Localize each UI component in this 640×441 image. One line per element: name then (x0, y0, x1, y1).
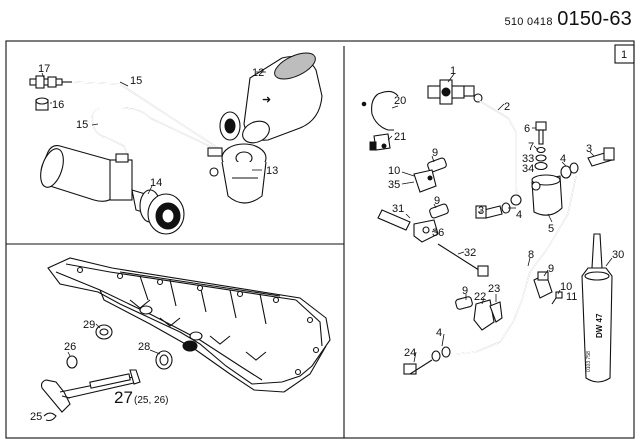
callout-27-sub: (25, 26) (134, 395, 168, 406)
callout-33: 33 (522, 153, 534, 165)
diagram-frames: 1 (5, 40, 635, 439)
callout-24: 24 (404, 347, 416, 359)
bracket-21 (369, 133, 391, 151)
callout-9-c: 9 (462, 285, 468, 297)
fitting-17 (29, 75, 72, 89)
panel-top-left: ➜ (29, 52, 323, 235)
panel-index-label: 1 (621, 49, 627, 61)
tube-sublabel: 0103 758 (586, 351, 592, 372)
callout-4-bottom: 4 (436, 327, 442, 339)
bolt-3-right (587, 147, 615, 167)
document-code-prefix: 510 0418 (504, 16, 553, 28)
callout-10-b: 10 (560, 281, 572, 293)
callout-26: 26 (64, 341, 76, 353)
filter-5 (531, 174, 563, 216)
filter-13 (207, 143, 267, 204)
callout-20: 20 (394, 95, 406, 107)
callout-4-right: 4 (560, 153, 566, 165)
callout-12: 12 (252, 67, 264, 79)
callout-9-d: 9 (548, 263, 554, 275)
ring-26 (66, 355, 78, 369)
callout-10: 10 (388, 165, 400, 177)
clamp-10 (413, 169, 437, 193)
sleeve-9-b (429, 203, 449, 219)
callout-17: 17 (38, 63, 50, 75)
plug-29 (95, 324, 113, 340)
callout-3-left: 3 (478, 205, 484, 217)
callout-8: 8 (528, 249, 534, 261)
callout-23: 23 (488, 283, 500, 295)
callout-6: 6 (524, 123, 530, 135)
clamp-36 (413, 219, 439, 243)
bracket-23 (489, 301, 503, 323)
bracket-22 (473, 299, 495, 331)
callout-1: 1 (450, 65, 456, 77)
callout-4-mid: 4 (516, 209, 522, 221)
sleeve-9-c (455, 296, 473, 310)
sealant-tube-30: DW 47 0103 758 (581, 233, 613, 383)
bolt-6 (535, 121, 547, 145)
callout-5: 5 (548, 223, 554, 235)
bolt-24 (403, 346, 451, 375)
callout-31: 31 (392, 203, 404, 215)
callout-9-a: 9 (432, 147, 438, 159)
callout-3-right: 3 (586, 143, 592, 155)
rod-32 (437, 243, 489, 277)
callout-16: 16 (52, 99, 64, 111)
pin-31 (377, 209, 411, 231)
sleeve-9-a (427, 157, 447, 173)
callout-25: 25 (30, 411, 42, 423)
callout-21: 21 (394, 131, 406, 143)
callout-13: 13 (266, 165, 278, 177)
callout-7: 7 (528, 141, 534, 153)
strap-20 (361, 90, 399, 131)
svg-text:➜: ➜ (262, 94, 271, 106)
callout-22: 22 (474, 291, 486, 303)
tube-label: DW 47 (595, 313, 604, 338)
callout-14: 14 (150, 177, 162, 189)
callout-29: 29 (83, 319, 95, 331)
filter-12: ➜ (219, 52, 323, 144)
panel-bottom-left: 29 28 26 27 (25, 26) 25 (30, 257, 331, 423)
callout-15-upper: 15 (130, 75, 142, 87)
document-code: 510 0418 0150-63 (504, 8, 632, 31)
screw-11 (551, 291, 563, 305)
callout-36: 36 (432, 227, 444, 239)
nut-16 (35, 97, 49, 111)
callout-27: 27 (114, 388, 133, 407)
oil-pan (47, 257, 331, 393)
callout-34: 34 (522, 163, 534, 175)
callout-11: 11 (566, 291, 577, 303)
panel-right: DW 47 0103 758 1 2 20 21 (361, 65, 624, 383)
seal-28 (155, 350, 173, 370)
document-code-number: 0150-63 (557, 8, 632, 30)
clip-25 (43, 412, 57, 422)
injector-1 (427, 79, 483, 105)
callout-35: 35 (388, 179, 400, 191)
callout-32: 32 (464, 247, 476, 259)
callout-30: 30 (612, 249, 624, 261)
callout-2: 2 (504, 101, 510, 113)
callout-28: 28 (138, 341, 150, 353)
dipstick-27 (40, 369, 141, 413)
callout-15-lower: 15 (76, 119, 88, 131)
clip-9-d (533, 271, 553, 299)
callout-9-b: 9 (434, 195, 440, 207)
exchanger-14 (40, 145, 185, 235)
